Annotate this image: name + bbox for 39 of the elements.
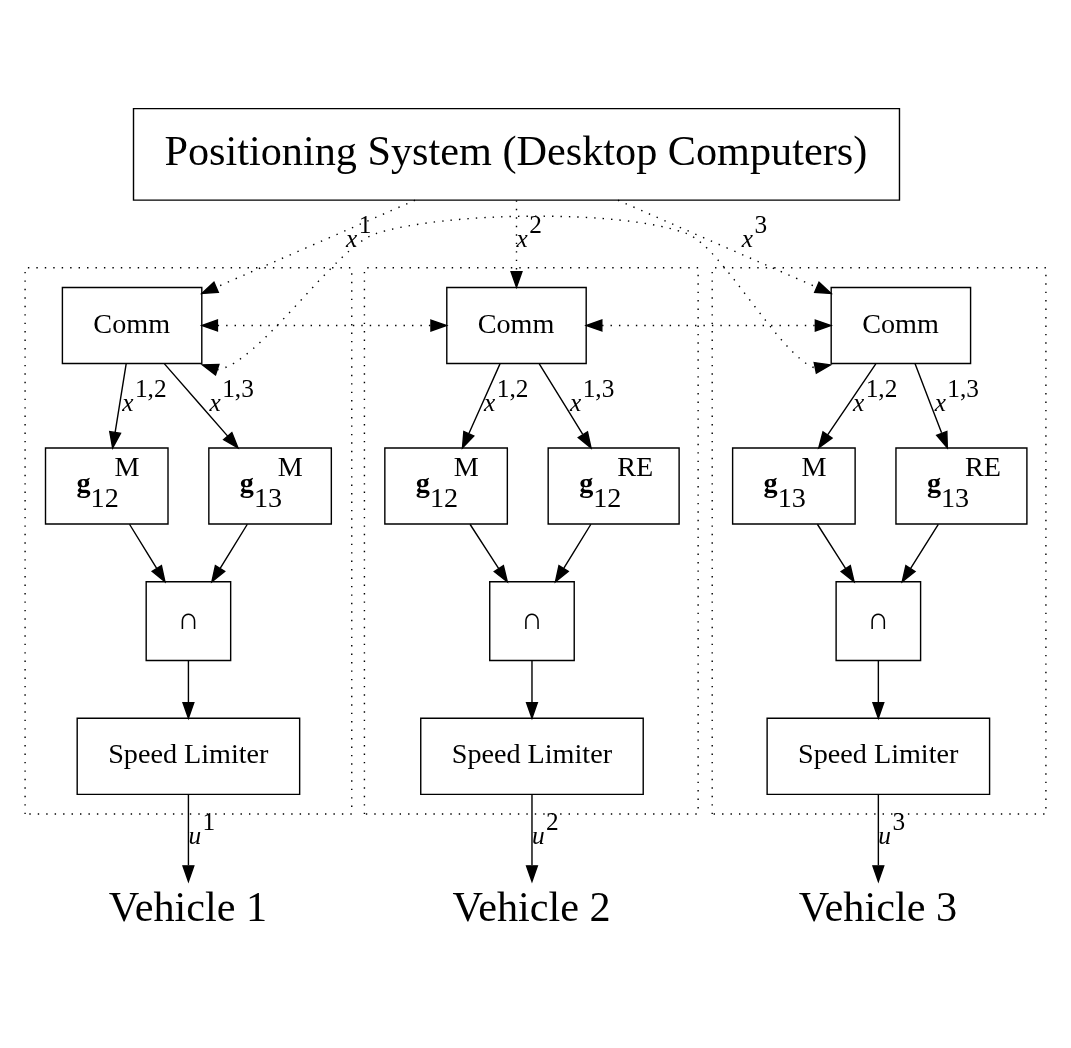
cluster (24, 267, 353, 815)
arrow (816, 523, 856, 584)
arrow (128, 523, 167, 584)
node-box: Comm (446, 286, 587, 365)
node-box: Comm (61, 286, 203, 365)
arrow (199, 319, 449, 332)
node-box: Speed Limiter (420, 717, 644, 796)
node-text: Vehicle 3 (798, 883, 958, 931)
arrow (469, 523, 509, 584)
arrow (210, 523, 249, 584)
node-box: ∩ (489, 581, 575, 662)
node-box: Positioning System (Desktop Computers) (132, 107, 901, 201)
arrow (200, 199, 416, 295)
node-box: Comm (830, 286, 972, 365)
arrow (871, 660, 885, 721)
arrow (163, 363, 240, 450)
arrow (617, 199, 833, 295)
node-text: Vehicle 1 (108, 883, 268, 931)
node-box: ∩ (145, 581, 232, 662)
arrow (584, 319, 833, 332)
arrow (817, 363, 877, 450)
arrow (200, 215, 833, 377)
arrow (901, 523, 939, 584)
arrow (538, 363, 593, 450)
arrow (461, 363, 501, 450)
node-box: Speed Limiter (76, 717, 301, 796)
arrow (871, 793, 885, 884)
arrow (554, 523, 592, 584)
node-box: Speed Limiter (766, 717, 991, 796)
arrow (525, 660, 539, 721)
node-box: ∩ (835, 581, 922, 662)
arrow (914, 363, 949, 450)
cluster (711, 267, 1047, 815)
arrow (525, 793, 539, 884)
arrow (108, 363, 127, 450)
arrow (182, 660, 195, 721)
arrow (182, 793, 195, 884)
arrow (510, 199, 523, 290)
node-text: Vehicle 2 (452, 883, 611, 931)
